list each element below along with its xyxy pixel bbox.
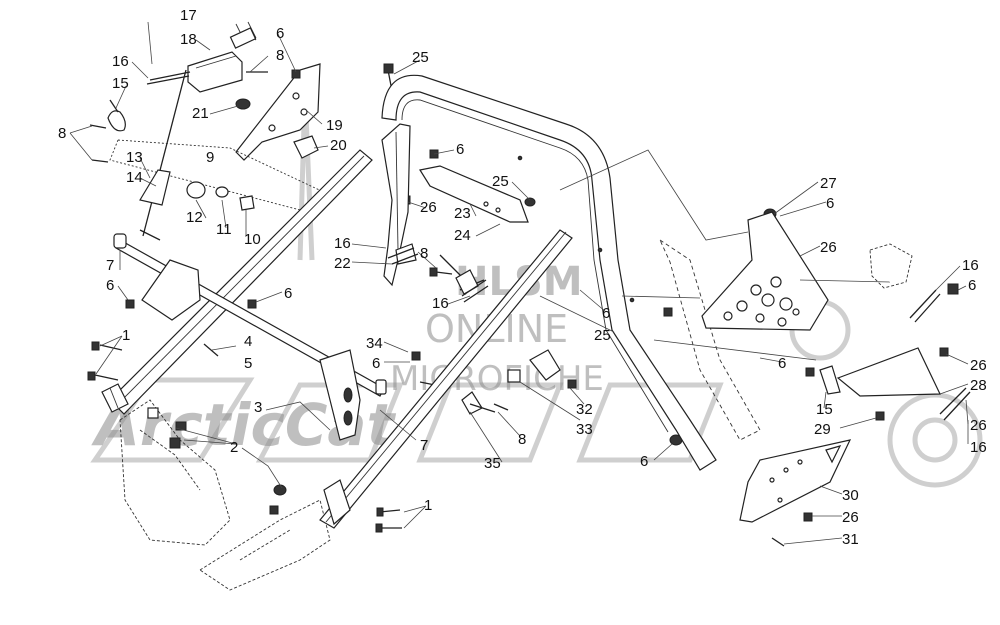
callout-7: 7 bbox=[420, 437, 428, 454]
callout-6: 6 bbox=[778, 355, 786, 372]
callout-18: 18 bbox=[180, 31, 197, 48]
straps bbox=[387, 247, 489, 303]
callout-29: 29 bbox=[814, 421, 831, 438]
callout-17: 17 bbox=[180, 7, 197, 24]
callout-16: 16 bbox=[112, 53, 129, 70]
callout-34: 34 bbox=[366, 335, 383, 352]
regulator-assembly bbox=[107, 21, 257, 241]
callout-1: 1 bbox=[122, 327, 130, 344]
callout-11: 11 bbox=[216, 221, 232, 238]
callout-2: 2 bbox=[230, 439, 238, 456]
bracket-19 bbox=[235, 63, 321, 161]
callout-3: 3 bbox=[254, 399, 262, 416]
callout-6: 6 bbox=[456, 141, 464, 158]
callout-6: 6 bbox=[968, 277, 976, 294]
callout-32: 32 bbox=[576, 401, 593, 418]
callout-6: 6 bbox=[276, 25, 284, 42]
callout-1: 1 bbox=[424, 497, 432, 514]
bracket-23 bbox=[419, 165, 529, 223]
watermark-line3: MICROFICHE bbox=[390, 359, 604, 399]
callout-5: 5 bbox=[244, 355, 252, 372]
callout-30: 30 bbox=[842, 487, 859, 504]
callout-27: 27 bbox=[820, 175, 837, 192]
callout-25: 25 bbox=[594, 327, 611, 344]
bracket-9 bbox=[89, 124, 331, 211]
callout-15: 15 bbox=[112, 75, 129, 92]
bracket-27 bbox=[701, 211, 829, 331]
chassis-outline bbox=[119, 399, 331, 591]
callout-15: 15 bbox=[816, 401, 833, 418]
callout-35: 35 bbox=[484, 455, 501, 472]
callout-6: 6 bbox=[602, 305, 610, 322]
pivot-parts bbox=[461, 349, 561, 415]
leader-lines bbox=[69, 21, 969, 545]
callout-8: 8 bbox=[518, 431, 526, 448]
clamp-ghost bbox=[869, 243, 971, 421]
steering-shaft bbox=[319, 229, 573, 529]
link-panel bbox=[658, 238, 761, 441]
callout-13: 13 bbox=[126, 149, 143, 166]
callout-23: 23 bbox=[454, 205, 471, 222]
callout-16: 16 bbox=[962, 257, 979, 274]
callout-31: 31 bbox=[842, 531, 859, 548]
tie-rod bbox=[113, 233, 387, 441]
callout-28: 28 bbox=[970, 377, 987, 394]
callout-26: 26 bbox=[420, 199, 437, 216]
callout-6: 6 bbox=[372, 355, 380, 372]
upright-22 bbox=[381, 123, 417, 287]
callout-26: 26 bbox=[820, 239, 837, 256]
callout-16: 16 bbox=[970, 439, 987, 456]
callout-9: 9 bbox=[206, 149, 214, 166]
crossbar bbox=[101, 149, 373, 415]
callout-22: 22 bbox=[334, 255, 351, 272]
callout-16: 16 bbox=[432, 295, 449, 312]
callout-19: 19 bbox=[326, 117, 343, 134]
callout-8: 8 bbox=[58, 125, 66, 142]
callout-24: 24 bbox=[454, 227, 471, 244]
callout-20: 20 bbox=[330, 137, 347, 154]
callout-10: 10 bbox=[244, 231, 261, 248]
callout-labels: 17 18 16 15 8 6 8 21 19 20 13 14 9 12 11… bbox=[58, 7, 987, 548]
callout-25: 25 bbox=[412, 49, 429, 66]
callout-12: 12 bbox=[186, 209, 203, 226]
callout-16: 16 bbox=[334, 235, 351, 252]
callout-6: 6 bbox=[640, 453, 648, 470]
callout-4: 4 bbox=[244, 333, 252, 350]
callout-8: 8 bbox=[276, 47, 284, 64]
callout-6: 6 bbox=[106, 277, 114, 294]
callout-6: 6 bbox=[826, 195, 834, 212]
callout-33: 33 bbox=[576, 421, 593, 438]
callout-7: 7 bbox=[106, 257, 114, 274]
callout-26: 26 bbox=[970, 357, 987, 374]
bracket-28 bbox=[819, 347, 941, 397]
bracket-30 bbox=[739, 439, 852, 523]
steering-post bbox=[381, 74, 717, 471]
callout-25: 25 bbox=[492, 173, 509, 190]
callout-8: 8 bbox=[420, 245, 428, 262]
callout-14: 14 bbox=[126, 169, 143, 186]
callout-21: 21 bbox=[192, 105, 209, 122]
callout-6: 6 bbox=[284, 285, 292, 302]
callout-26: 26 bbox=[970, 417, 987, 434]
callout-26: 26 bbox=[842, 509, 859, 526]
